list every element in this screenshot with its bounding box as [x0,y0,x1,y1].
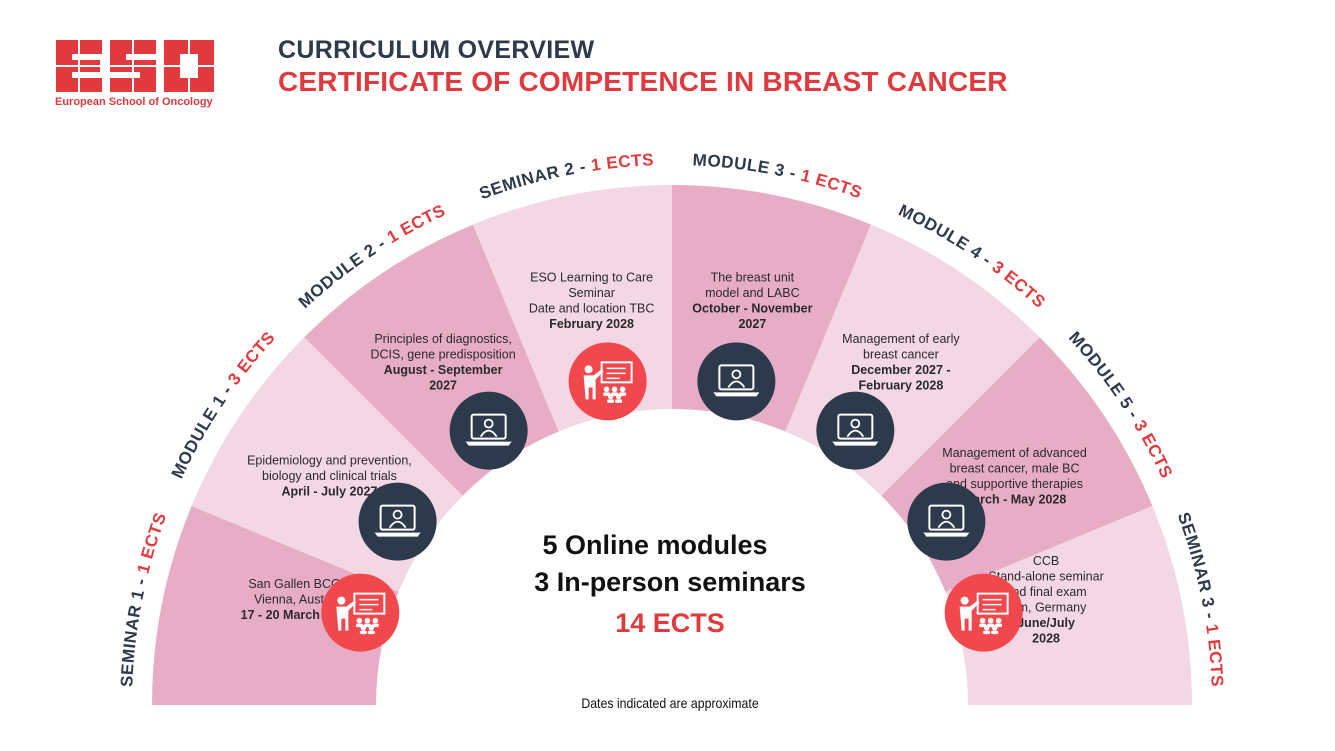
segment-text: CCB [1033,554,1059,568]
segment-seminar-1 [152,506,399,705]
segment-date: October - November [692,302,812,316]
summary-online-modules: 5 Online modules [542,530,768,560]
eso-logo [56,40,214,92]
segment-description: Principles of diagnostics, DCIS, gene pre… [370,332,515,393]
page-subtitle: CERTIFICATE OF COMPETENCE IN BREAST CANC… [278,66,1008,97]
segment-text: Date and location TBC [529,302,655,316]
segment-date: December 2027 - [851,363,950,377]
segment-name: MODULE 3 - [692,150,803,184]
segment-text: Ulm, Germany [1006,600,1087,614]
segment-text: model and LABC [705,286,800,300]
segment-date: 2027 [738,317,766,331]
segment-date: August - September [384,363,503,377]
segment-text: breast cancer [863,348,939,362]
presentation-icon [321,573,400,652]
segment-ects: 1 ECTS [384,201,449,247]
segment-text: Stand-alone seminar [988,569,1103,583]
segment-text: and supportive therapies [946,477,1083,491]
segment-ects: 1 ECTS [590,150,655,175]
segment-description: Epidemiology and prevention,biology and … [247,454,412,499]
segment-text: Management of early [842,332,960,346]
segment-text: biology and clinical trials [262,469,397,483]
presentation-icon [944,573,1023,652]
segment-description: Management of early breast cancerDecember… [842,332,960,393]
segment-date: 2027 [429,379,457,393]
segment-date: February 2028 [859,379,944,393]
summary-inperson-seminars: 3 In-person seminars [534,567,806,597]
laptop-icon [816,391,895,470]
laptop-icon [449,391,528,470]
segment-text: Seminar [568,286,615,300]
segment-seminar-3 [945,506,1192,705]
segment-name: SEMINAR 1 - [117,571,152,687]
summary-total-ects: 14 ECTS [615,608,725,638]
page-title: CURRICULUM OVERVIEW [278,36,595,64]
segment-date: 2028 [1032,631,1060,645]
segment-text: breast cancer, male BC [950,461,1080,475]
segment-text: Principles of diagnostics, [374,332,512,346]
segment-ects: 1 ECTS [799,166,865,203]
segment-date: April - July 2027 [281,485,377,499]
segment-date: March - May 2028 [963,492,1067,506]
footnote: Dates indicated are approximate [581,695,759,711]
segment-ects: 1 ECTS [133,510,170,576]
segment-text: and final exam [1005,585,1086,599]
laptop-icon [358,482,437,561]
segment-text: Vienna, Austria [254,593,338,607]
laptop-icon [907,482,986,561]
segment-ects: 3 ECTS [1130,417,1176,482]
segment-text: Epidemiology and prevention, [247,454,412,468]
segment-date: June/July [1017,616,1075,630]
segment-text: The breast unit [711,271,795,285]
logo-caption: European School of Oncology [55,96,213,108]
segment-text: San Gallen BCC, [248,577,343,591]
presentation-icon [568,342,647,421]
segment-text: Management of advanced [942,446,1087,460]
segment-text: ESO Learning to Care [530,271,653,285]
segment-text: DCIS, gene predisposition [370,348,515,362]
segment-date: February 2028 [549,317,634,331]
laptop-icon [697,342,776,421]
segment-ects: 1 ECTS [1202,623,1227,688]
